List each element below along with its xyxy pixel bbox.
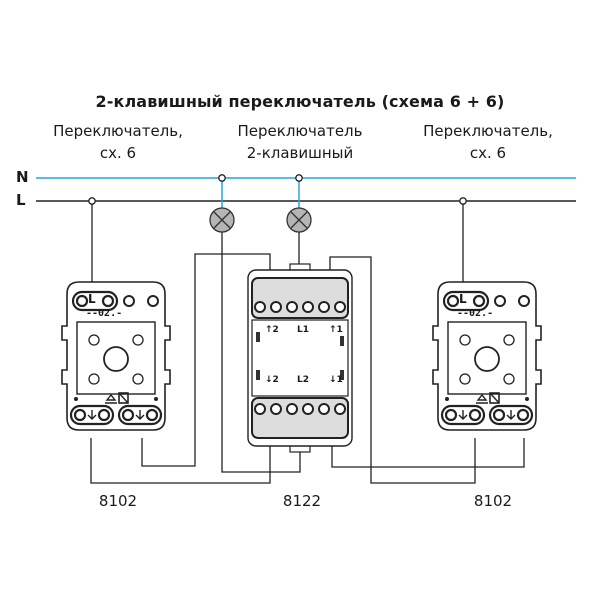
switch-marking-right: --02.-: [457, 308, 494, 319]
junction-node: [459, 197, 467, 205]
diagram-title: 2-клавишный переключатель (схема 6 + 6): [95, 92, 505, 111]
device-label-right: Переключатель, сх. 6: [398, 120, 578, 164]
device-label-line2: 2-клавишный: [246, 144, 354, 162]
switch-8122-center: [247, 263, 353, 453]
device-label-line2: сх. 6: [469, 144, 507, 162]
device-label-line1: Переключатель,: [53, 122, 183, 140]
junction-node: [218, 174, 226, 182]
device-label-line1: Переключатель: [237, 122, 363, 140]
switch-8102-right: [431, 280, 543, 432]
terminal-up1: ↑1: [329, 325, 343, 335]
terminal-down1: ↓1: [329, 375, 343, 385]
switch-marking-left: --02.-: [86, 308, 123, 319]
device-code-left: 8102: [98, 492, 138, 510]
terminal-down2: ↓2: [265, 375, 279, 385]
bus-label-neutral: N: [16, 168, 29, 186]
device-label-line2: сх. 6: [99, 144, 137, 162]
junction-node: [88, 197, 96, 205]
device-label-left: Переключатель, сх. 6: [28, 120, 208, 164]
terminal-l1: L1: [297, 325, 309, 335]
lamp-icon: [286, 207, 312, 233]
terminal-up2: ↑2: [265, 325, 279, 335]
device-label-center: Переключатель 2-клавишный: [210, 120, 390, 164]
terminal-l-left: L: [88, 292, 96, 306]
junction-node: [295, 174, 303, 182]
terminal-l-right: L: [459, 292, 467, 306]
device-code-right: 8102: [473, 492, 513, 510]
device-label-line1: Переключатель,: [423, 122, 553, 140]
lamp-icon: [209, 207, 235, 233]
switch-8102-left: [60, 280, 172, 432]
device-code-center: 8122: [282, 492, 322, 510]
bus-label-line: L: [16, 191, 26, 209]
terminal-l2: L2: [297, 375, 309, 385]
